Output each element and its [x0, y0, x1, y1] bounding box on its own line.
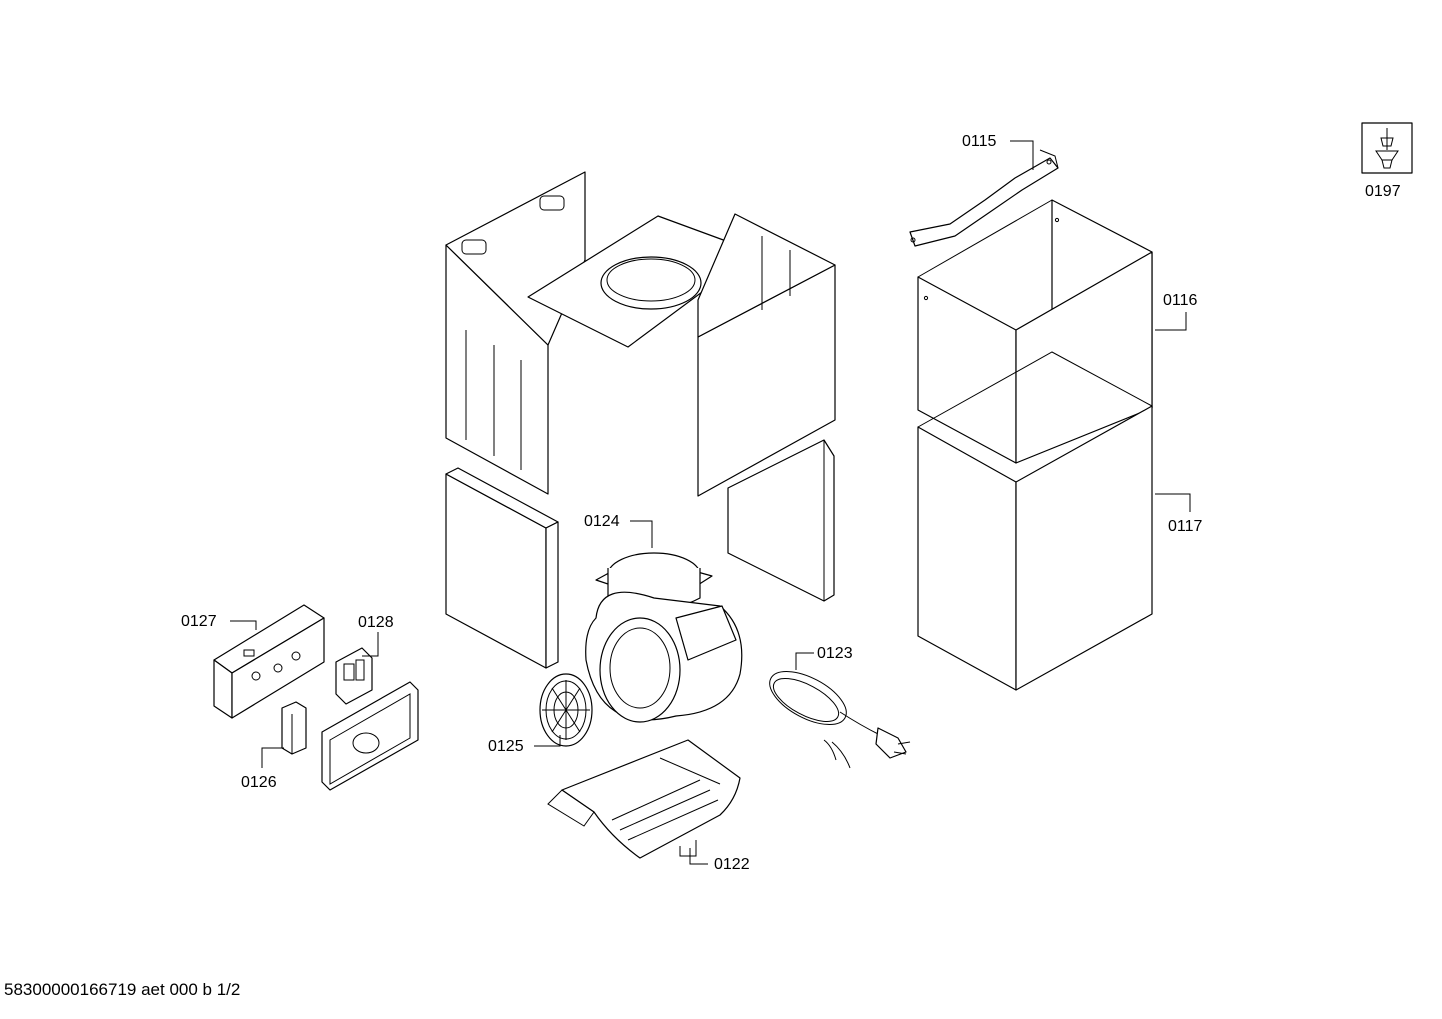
part-filter-right [727, 439, 835, 602]
label-0115: 0115 [962, 133, 997, 150]
part-0197-symbol [1361, 122, 1413, 174]
label-0117: 0117 [1168, 518, 1203, 535]
part-0128-control-module [335, 647, 373, 705]
part-0127-control-housing [213, 604, 325, 719]
part-0124-blower [585, 552, 743, 723]
label-0122: 0122 [714, 856, 750, 873]
part-0125-fan-wheel [539, 673, 593, 747]
document-footer: 58300000166719 aet 000 b 1/2 [4, 980, 241, 999]
part-0122-cover [547, 739, 741, 859]
label-0128: 0128 [358, 614, 394, 631]
part-housing-frame [445, 171, 836, 497]
label-0125: 0125 [488, 738, 524, 755]
part-control-panel-plate [321, 681, 419, 791]
label-0197: 0197 [1365, 183, 1401, 200]
part-0116-upper-chimney [917, 199, 1153, 464]
part-0123-power-cord [769, 671, 911, 769]
label-0124: 0124 [584, 513, 620, 530]
label-0127: 0127 [181, 613, 217, 630]
label-0116: 0116 [1163, 292, 1198, 309]
part-0117-lower-chimney [917, 351, 1153, 691]
part-0126-switch [281, 701, 307, 755]
label-0126: 0126 [241, 774, 277, 791]
label-0123: 0123 [817, 645, 853, 662]
part-0115-bracket [909, 149, 1059, 247]
part-filter-left [445, 467, 559, 669]
